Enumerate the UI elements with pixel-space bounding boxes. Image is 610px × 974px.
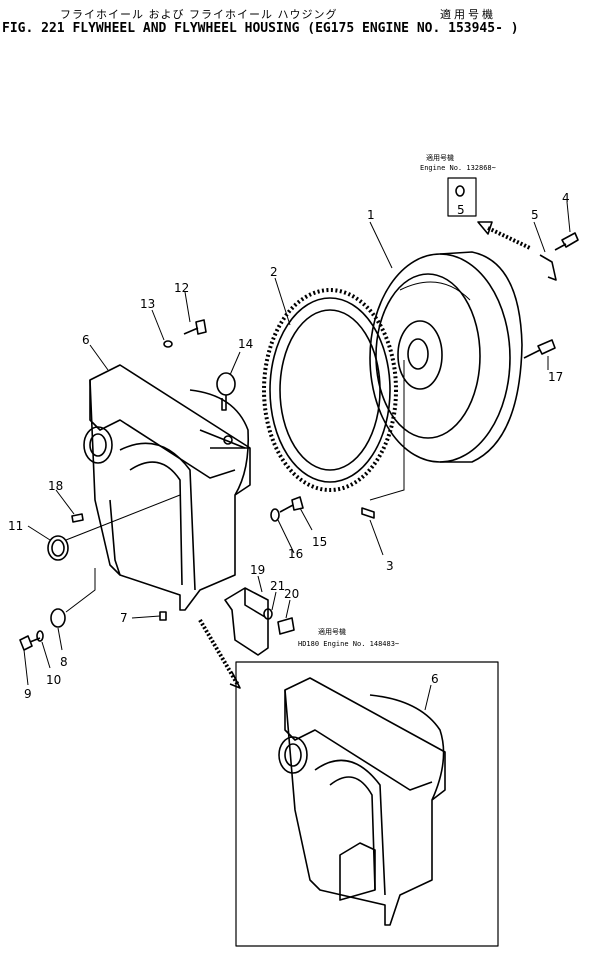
label-part-3: 3 <box>386 559 394 573</box>
label-part-2: 2 <box>270 265 278 279</box>
note-box <box>447 177 477 217</box>
label-part-14: 14 <box>238 337 253 351</box>
flywheel <box>369 251 523 463</box>
bracket <box>198 587 269 689</box>
flywheel-housing <box>83 364 251 611</box>
japanese-title: フライホイール および フライホイール ハウジング <box>60 8 338 21</box>
bolt-9 <box>19 635 33 651</box>
label-part-8: 8 <box>60 655 68 669</box>
pin-18 <box>71 513 84 523</box>
label-part-20: 20 <box>284 587 299 601</box>
inset-flywheel-housing <box>278 677 446 926</box>
ring-gear <box>262 288 398 492</box>
seal-11 <box>47 535 69 561</box>
label-part-21: 21 <box>270 579 285 593</box>
washer-13 <box>163 340 173 348</box>
note-top-en: Engine No. 132868~ <box>420 164 496 172</box>
dowel-3 <box>361 507 375 519</box>
label-part-19: 19 <box>250 563 265 577</box>
label-part-11: 11 <box>8 519 23 533</box>
label-part-18: 18 <box>48 479 63 493</box>
label-part-12: 12 <box>174 281 189 295</box>
figure-title: FIG. 221 FLYWHEEL AND FLYWHEEL HOUSING (… <box>2 21 519 36</box>
label-part-5-note: 5 <box>457 203 465 217</box>
label-part-6-inset: 6 <box>431 672 439 686</box>
label-part-5: 5 <box>531 208 539 222</box>
nut-7 <box>159 611 167 621</box>
lock-plate-5 <box>539 254 557 281</box>
washer-21 <box>263 608 273 620</box>
label-part-13: 13 <box>140 297 155 311</box>
note-inset-en: HD180 Engine No. 148483~ <box>298 640 399 648</box>
washer-16 <box>270 508 280 522</box>
note-inset-jp: 適用号機 <box>318 627 346 636</box>
inset-frame <box>235 661 499 947</box>
label-part-10: 10 <box>46 673 61 687</box>
label-part-6: 6 <box>82 333 90 347</box>
label-part-16: 16 <box>288 547 303 561</box>
washer-8 <box>50 608 66 628</box>
label-part-9: 9 <box>24 687 32 701</box>
leader-lines <box>23 201 571 711</box>
label-part-4: 4 <box>562 191 570 205</box>
bolt-17 <box>537 339 556 355</box>
bolt-15 <box>291 496 304 511</box>
washer-10 <box>36 630 44 642</box>
bolt-20 <box>277 617 295 635</box>
label-part-15: 15 <box>312 535 327 549</box>
note-top-jp: 適用号機 <box>426 153 454 162</box>
japanese-applicability: 適用号機 <box>440 8 496 21</box>
label-part-7: 7 <box>120 611 128 625</box>
bolt-12 <box>195 319 207 335</box>
label-part-1: 1 <box>367 208 375 222</box>
eye-bolt-14 <box>216 372 236 396</box>
label-part-17: 17 <box>548 370 563 384</box>
